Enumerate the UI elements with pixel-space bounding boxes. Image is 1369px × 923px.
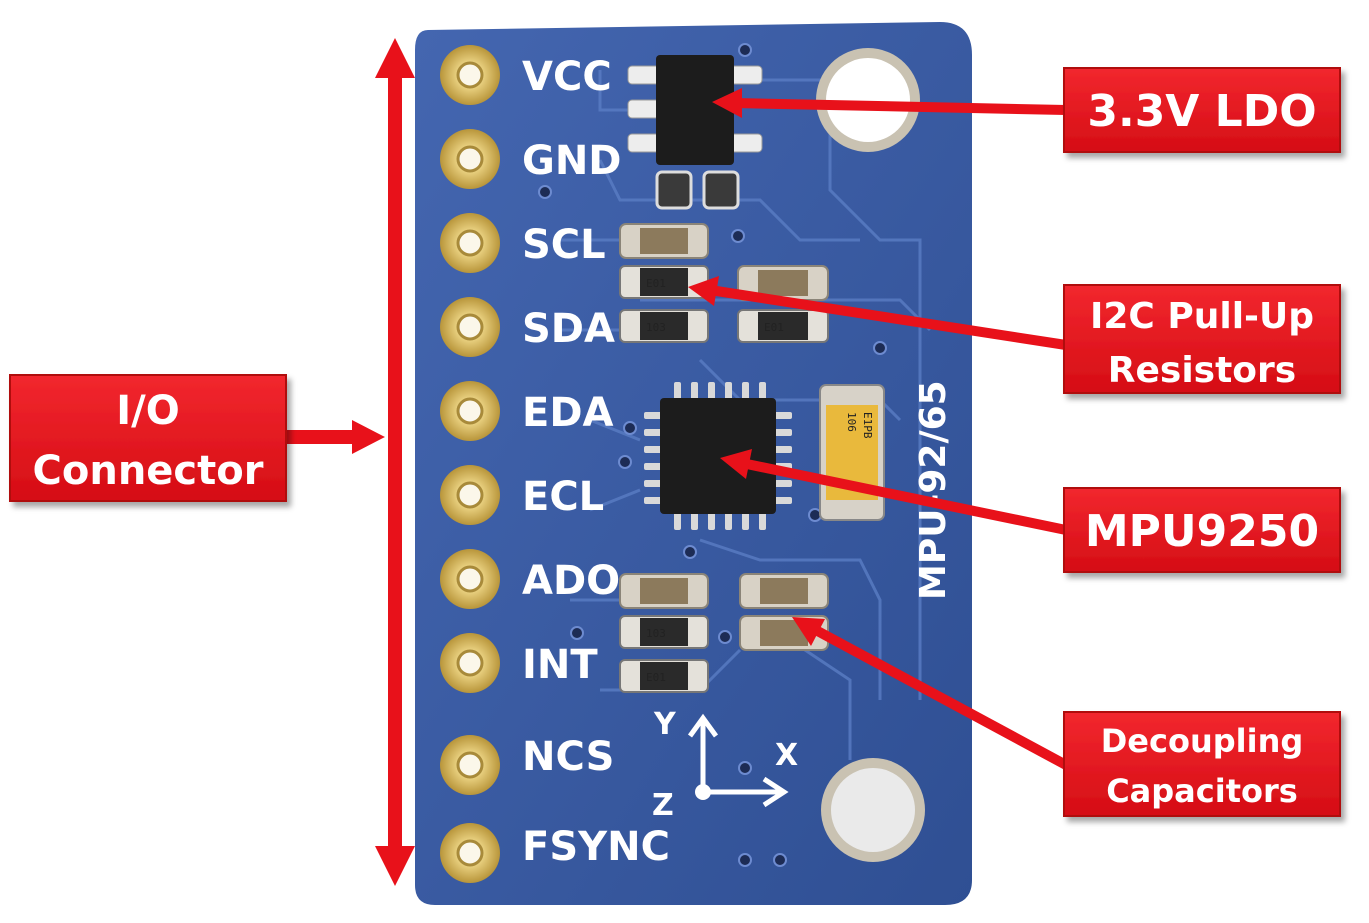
chip-pin bbox=[742, 382, 749, 402]
header-pad-int bbox=[440, 633, 500, 693]
resistor-code: 103 bbox=[646, 321, 666, 334]
decoupling-capacitor-1 bbox=[739, 573, 829, 609]
chip-pin bbox=[759, 382, 766, 402]
pullup-callout-arrow bbox=[688, 276, 1067, 350]
tantalum-capacitor: 106 E1PB bbox=[819, 384, 885, 521]
axis-label-x: X bbox=[775, 738, 798, 773]
resistor-code: 103 bbox=[646, 627, 666, 640]
header-pad-sda bbox=[440, 297, 500, 357]
pin-labels: VCC GND SCL SDA EDA ECL ADO INT NCS FSYN… bbox=[522, 54, 670, 870]
chip-pin bbox=[674, 382, 681, 402]
callout-decoupling-line2: Capacitors bbox=[1106, 772, 1298, 810]
chip-pin bbox=[772, 446, 792, 453]
callout-decoupling-line1: Decoupling bbox=[1101, 722, 1304, 760]
mounting-hole-top bbox=[816, 48, 920, 152]
pin-label-int: INT bbox=[522, 642, 598, 688]
chip-pin bbox=[691, 382, 698, 402]
header-pad-vcc bbox=[440, 45, 500, 105]
chip-pin bbox=[772, 497, 792, 504]
resistor-ado: 103 bbox=[619, 615, 709, 649]
chip-pin bbox=[691, 510, 698, 530]
resistor-code: E01 bbox=[764, 321, 784, 334]
chip-pin bbox=[759, 510, 766, 530]
callout-mpu-text: MPU9250 bbox=[1085, 506, 1319, 557]
capacitor-ado bbox=[619, 573, 709, 609]
header-pad-fsync bbox=[440, 823, 500, 883]
callout-io-line2: Connector bbox=[33, 448, 264, 494]
tantalum-code: 106 bbox=[845, 412, 858, 432]
io-callout-arrow bbox=[285, 420, 385, 454]
chip-pin bbox=[708, 382, 715, 402]
resistor-right: E01 bbox=[737, 309, 829, 343]
capacitor-scl bbox=[619, 223, 709, 259]
chip-pin bbox=[644, 463, 664, 470]
chip-pin bbox=[708, 510, 715, 530]
pin-label-fsync: FSYNC bbox=[522, 824, 670, 870]
header-pad-scl bbox=[440, 213, 500, 273]
io-connector-span-arrow bbox=[375, 38, 415, 886]
pin-label-vcc: VCC bbox=[522, 54, 612, 100]
header-pad-ncs bbox=[440, 735, 500, 795]
callout-io-line1: I/O bbox=[116, 388, 180, 434]
pin-label-ncs: NCS bbox=[522, 734, 614, 780]
chip-pin bbox=[644, 429, 664, 436]
axis-label-z: Z bbox=[652, 788, 674, 823]
pcb-vias bbox=[538, 43, 887, 867]
mpu-callout-arrow bbox=[720, 449, 1068, 535]
callout-ldo-text: 3.3V LDO bbox=[1087, 86, 1316, 137]
pin-label-eda: EDA bbox=[522, 390, 614, 436]
axis-label-y: Y bbox=[653, 707, 677, 742]
smd-passives: E01 103 E01 103 E01 bbox=[619, 223, 829, 693]
header-pad-ecl bbox=[440, 465, 500, 525]
chip-pin bbox=[772, 480, 792, 487]
header-pad-gnd bbox=[440, 129, 500, 189]
chip-pin bbox=[644, 446, 664, 453]
mounting-hole-bottom bbox=[821, 758, 925, 862]
callout-io-connector: I/O Connector bbox=[9, 374, 287, 502]
axis-indicator: Y X Z bbox=[652, 707, 798, 823]
callout-pullup-line2: Resistors bbox=[1108, 350, 1296, 391]
ldo-callout-arrow bbox=[712, 88, 1067, 118]
callout-mpu: MPU9250 bbox=[1063, 487, 1341, 573]
callout-ldo: 3.3V LDO bbox=[1063, 67, 1341, 153]
pin-label-gnd: GND bbox=[522, 138, 622, 184]
callout-pullup: I2C Pull-Up Resistors bbox=[1063, 284, 1341, 394]
model-silkscreen: MPU-92/65 bbox=[913, 380, 954, 600]
resistor-int: E01 bbox=[619, 659, 709, 693]
ldo-output-capacitors bbox=[655, 170, 740, 210]
chip-pin bbox=[742, 510, 749, 530]
chip-pin bbox=[674, 510, 681, 530]
resistor-pullup-2: 103 bbox=[619, 309, 709, 343]
callout-pullup-line1: I2C Pull-Up bbox=[1090, 296, 1314, 337]
pcb-traces bbox=[560, 70, 932, 760]
mpu9250-chip bbox=[644, 382, 792, 530]
capacitor-right-1 bbox=[737, 265, 829, 301]
pin-label-scl: SCL bbox=[522, 222, 606, 268]
resistor-code: E01 bbox=[646, 277, 666, 290]
chip-pin bbox=[725, 382, 732, 402]
chip-pin bbox=[725, 510, 732, 530]
chip-pin bbox=[772, 412, 792, 419]
tantalum-code: E1PB bbox=[861, 412, 874, 439]
resistor-pullup-1: E01 bbox=[619, 265, 709, 299]
ldo-regulator-chip bbox=[627, 55, 763, 165]
chip-pin bbox=[644, 497, 664, 504]
chip-pin bbox=[644, 412, 664, 419]
header-pads bbox=[440, 45, 500, 883]
pin-label-ado: ADO bbox=[522, 558, 620, 604]
callout-decoupling: Decoupling Capacitors bbox=[1063, 711, 1341, 817]
chip-pin bbox=[772, 429, 792, 436]
decoupling-callout-arrow bbox=[792, 617, 1069, 770]
chip-pin bbox=[644, 480, 664, 487]
header-pad-ado bbox=[440, 549, 500, 609]
pin-label-sda: SDA bbox=[522, 306, 615, 352]
pin-label-ecl: ECL bbox=[522, 474, 604, 520]
resistor-code: E01 bbox=[646, 671, 666, 684]
header-pad-eda bbox=[440, 381, 500, 441]
